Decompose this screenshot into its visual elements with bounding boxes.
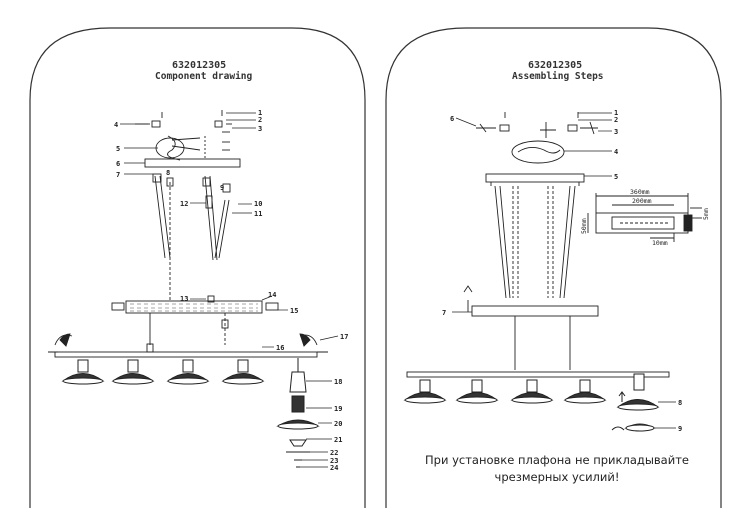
part-number: 23 [330, 457, 338, 465]
shade [61, 359, 105, 385]
part-number: 21 [334, 436, 342, 444]
left-callouts [120, 112, 339, 468]
part-number: 15 [290, 307, 298, 315]
part-number: 7 [116, 171, 120, 179]
shade [510, 379, 554, 404]
shade [403, 379, 447, 404]
part-number: 9 [678, 425, 682, 433]
dimension-height: 50mm [580, 218, 588, 234]
warning-line-1: При установке плафона не прикладывайте [425, 453, 689, 467]
part-number: 5 [614, 173, 618, 181]
dimension-total: 360mm [630, 188, 650, 196]
part-number: 1 [614, 109, 618, 117]
shade [455, 379, 499, 404]
shade [111, 359, 155, 385]
left-part-numbers: 1 2 3 4 5 6 7 8 9 10 11 12 13 14 15 16 1… [114, 109, 348, 472]
right-shades [403, 373, 660, 432]
part-number: 1 [258, 109, 262, 117]
right-assembly-drawing [406, 112, 702, 378]
socket-exploded-view [276, 358, 320, 468]
part-number: 7 [442, 309, 446, 317]
shade [221, 359, 265, 385]
left-panel-title: Component drawing [155, 71, 253, 82]
part-number: 2 [258, 116, 262, 124]
right-product-code: 632012305 [528, 60, 583, 71]
part-number: 16 [276, 344, 284, 352]
left-panel-border [29, 27, 366, 508]
installation-warning: При установке плафона не прикладывайте ч… [392, 452, 722, 486]
part-number: 6 [450, 115, 454, 123]
right-callouts [452, 112, 676, 429]
part-number: 6 [116, 160, 120, 168]
part-number: 24 [330, 464, 338, 472]
dimension-offset: 10mm [652, 239, 668, 247]
right-part-numbers: 1 2 3 4 5 6 7 8 9 [442, 109, 682, 433]
part-number: 12 [180, 200, 188, 208]
part-number: 9 [220, 184, 224, 192]
part-number: 5 [116, 145, 120, 153]
shade-being-installed [611, 373, 660, 432]
part-number: 3 [614, 128, 618, 136]
part-number: 3 [258, 125, 262, 133]
part-number: 19 [334, 405, 342, 413]
part-number: 13 [180, 295, 188, 303]
dimension-depth: 5mm [702, 208, 710, 220]
dimension-labels: 360mm 200mm 50mm 5mm 10mm [580, 188, 710, 247]
part-number: 14 [268, 291, 276, 299]
part-number: 22 [330, 449, 338, 457]
left-component-drawing [48, 110, 328, 358]
part-number: 8 [166, 169, 170, 177]
left-shades [61, 359, 265, 385]
right-panel-border [385, 27, 722, 508]
left-product-code: 632012305 [172, 60, 227, 71]
part-number: 2 [614, 116, 618, 124]
part-number: 18 [334, 378, 342, 386]
dimension-inner: 200mm [632, 197, 652, 205]
shade [563, 379, 607, 404]
part-number: 4 [614, 148, 618, 156]
part-number: 4 [114, 121, 118, 129]
part-number: 20 [334, 420, 342, 428]
part-number: 11 [254, 210, 262, 218]
part-number: 8 [678, 399, 682, 407]
part-number: 17 [340, 333, 348, 341]
warning-line-2: чрезмерных усилий! [494, 470, 620, 484]
part-number: 10 [254, 200, 262, 208]
right-panel-title: Assembling Steps [512, 71, 604, 82]
shade [166, 359, 210, 385]
